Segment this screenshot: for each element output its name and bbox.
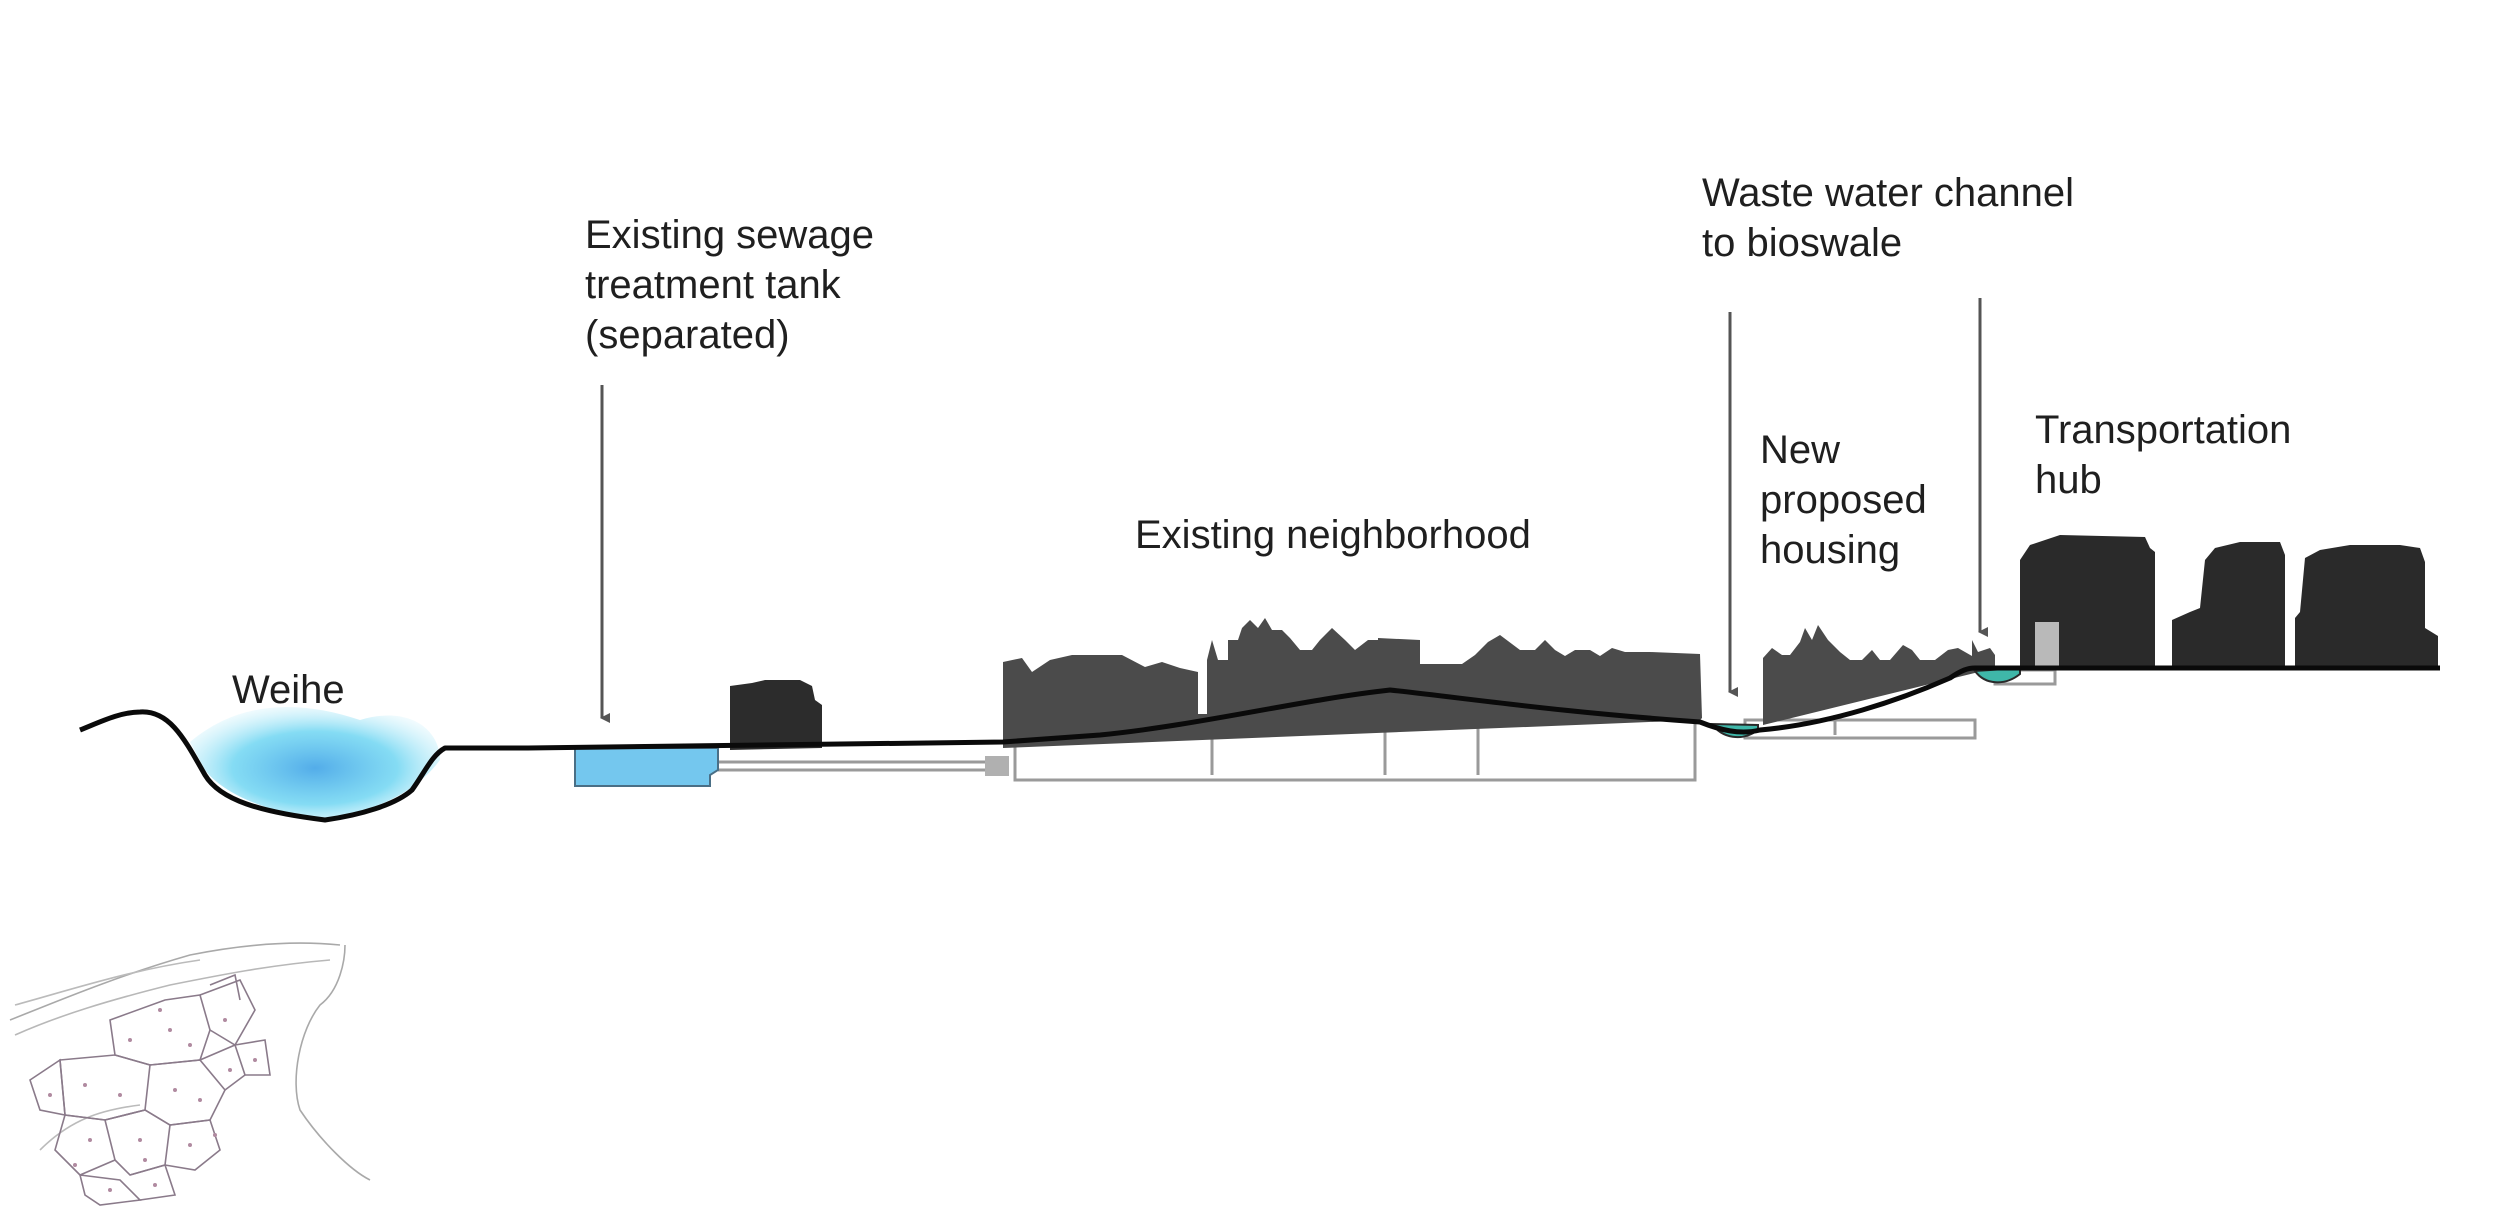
label-waste-water-channel: Waste water channel to bioswale: [1702, 168, 2074, 268]
label-housing-line-1: New: [1760, 428, 1841, 472]
river-water: [190, 707, 440, 818]
new-proposed-housing: [1763, 625, 1995, 725]
hub-building-3: [2295, 545, 2438, 668]
label-waste-water-line-2: to bioswale: [1702, 221, 1903, 265]
label-existing-neighborhood: Existing neighborhood: [1135, 510, 1531, 560]
label-sewage-line-2: treatment tank: [585, 263, 841, 307]
label-weihe-text: Weihe: [232, 668, 345, 712]
label-transportation-hub: Transportation hub: [2035, 405, 2291, 505]
label-sewage-tank: Existing sewage treatment tank (separate…: [585, 210, 874, 360]
bioswale-right: [1973, 666, 2021, 684]
tank-building: [730, 680, 822, 750]
label-weihe: Weihe: [232, 665, 345, 715]
label-transport-line-1: Transportation: [2035, 408, 2292, 452]
label-new-housing: New proposed housing: [1760, 425, 1927, 575]
label-sewage-line-1: Existing sewage: [585, 213, 875, 257]
pump-box: [985, 756, 1009, 776]
label-sewage-line-3: (separated): [585, 313, 790, 357]
location-map-inset: [9, 942, 371, 1206]
ground-line: [79, 665, 2440, 823]
hub-building-2: [2172, 542, 2285, 668]
label-neighborhood-text: Existing neighborhood: [1135, 513, 1531, 557]
hub-entrance: [2035, 622, 2059, 668]
label-housing-line-3: housing: [1760, 528, 1901, 572]
label-waste-water-line-1: Waste water channel: [1702, 171, 2075, 215]
existing-neighborhood-buildings: [1003, 618, 1702, 748]
label-housing-line-2: proposed: [1760, 478, 1927, 522]
label-transport-line-2: hub: [2035, 458, 2102, 502]
sewage-treatment-tank: [574, 747, 719, 787]
